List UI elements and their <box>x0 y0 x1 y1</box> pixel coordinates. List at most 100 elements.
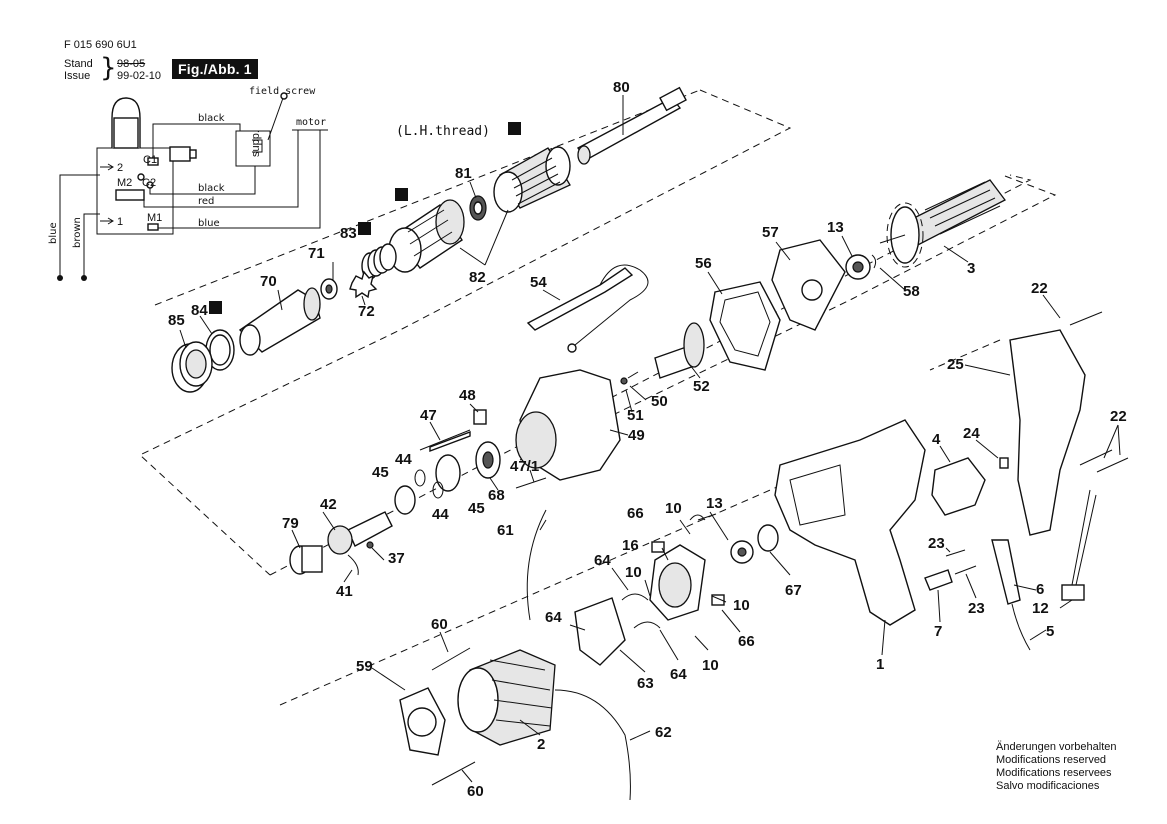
part-61-wire <box>526 509 547 621</box>
part-label-54: 54 <box>530 274 547 291</box>
part-label-10-c: 10 <box>733 597 750 614</box>
armature-assembly <box>289 179 1006 576</box>
part-label-42: 42 <box>320 496 337 513</box>
part-label-61: 61 <box>497 522 514 539</box>
lh-thread-note: (L.H.thread) <box>396 124 490 139</box>
part-label-47-1: 47/1 <box>510 458 539 475</box>
switch-rocker <box>169 146 191 162</box>
part-label-44-a: 44 <box>395 451 412 468</box>
switch-trigger-body <box>113 117 139 149</box>
part-66-brush <box>711 594 725 606</box>
part-41-clip <box>347 554 359 576</box>
part-48-bush <box>473 409 487 425</box>
part-label-22-a: 22 <box>1031 280 1048 297</box>
part-label-3: 3 <box>967 260 975 277</box>
part-label-66-b: 66 <box>738 633 755 650</box>
part-label-52: 52 <box>693 378 710 395</box>
terminal-m1-label: M1 <box>147 212 162 224</box>
stand-label: Stand <box>64 58 93 70</box>
part-label-16: 16 <box>622 537 639 554</box>
part-23-screw <box>945 549 966 557</box>
part-72-star-washer <box>349 270 378 299</box>
part-22-screw <box>1069 311 1103 326</box>
note-line-de: Änderungen vorbehalten <box>996 741 1117 753</box>
part-45-gear <box>435 454 461 492</box>
stand-date-struck: 98-05 <box>117 58 146 70</box>
part-label-2: 2 <box>537 736 545 753</box>
part-label-7: 7 <box>934 623 942 640</box>
part-number-labels: 80 81 82 83 84 85 70 71 72 57 13 3 58 56… <box>168 79 1127 800</box>
terminal-c1-label: C1 <box>143 154 157 166</box>
part-25-handle-half <box>1009 329 1086 536</box>
part-label-84: 84 <box>191 302 208 319</box>
wire-blue-label: blue <box>198 218 220 229</box>
brace-glyph: } <box>100 53 117 83</box>
part-label-83: 83 <box>340 225 357 242</box>
part-label-62: 62 <box>655 724 672 741</box>
part-44-circlip <box>414 469 426 487</box>
terminal-m2-label: M2 <box>117 177 132 189</box>
housing-assembly <box>774 311 1129 651</box>
wire-black-top <box>152 123 241 158</box>
part-64-spring <box>621 593 649 601</box>
part-label-37: 37 <box>388 550 405 567</box>
part-62-wire <box>554 689 631 801</box>
part-label-13-b: 13 <box>706 495 723 512</box>
part-label-57: 57 <box>762 224 779 241</box>
part-50-spring <box>627 371 639 379</box>
note-line-es: Salvo modificaciones <box>996 780 1100 792</box>
part-37-pin <box>366 541 374 549</box>
part-label-56: 56 <box>695 255 712 272</box>
part-label-44-b: 44 <box>432 506 449 523</box>
part-label-64-a: 64 <box>594 552 611 569</box>
part-47-1-screw <box>515 477 547 489</box>
part-label-48: 48 <box>459 387 476 404</box>
part-60-screw <box>431 647 471 671</box>
wire-black-top-label: black <box>198 113 225 124</box>
part-22-screw <box>1096 457 1129 473</box>
part-label-24: 24 <box>963 425 980 442</box>
position-1-label: 1 <box>117 216 123 228</box>
part-label-5: 5 <box>1046 623 1054 640</box>
note-line-fr: Modifications reservees <box>996 767 1112 779</box>
lead-brown-wire <box>83 213 100 276</box>
part-47-screw <box>419 429 471 451</box>
part-label-10-a: 10 <box>665 500 682 517</box>
issue-date: 99-02-10 <box>117 70 162 82</box>
part-label-79: 79 <box>282 515 299 532</box>
part-label-13: 13 <box>827 219 844 236</box>
part-label-82: 82 <box>469 269 486 286</box>
part-label-47: 47 <box>420 407 437 424</box>
part-label-22-b: 22 <box>1110 408 1127 425</box>
lead-brown-label: brown <box>72 217 83 248</box>
part-label-67: 67 <box>785 582 802 599</box>
spindle-assembly <box>171 86 687 393</box>
part-label-45-b: 45 <box>468 500 485 517</box>
part-58-circlip <box>871 254 877 269</box>
field-assembly <box>399 509 779 801</box>
suppressor-box <box>235 130 271 167</box>
wire-red <box>143 130 299 208</box>
part-label-23-a: 23 <box>928 535 945 552</box>
part-83-spring <box>361 243 397 280</box>
leader-lines <box>179 95 1121 783</box>
part-label-60-a: 60 <box>431 616 448 633</box>
new-part-marker <box>209 301 222 314</box>
terminal-c2-label: C2 <box>142 177 156 189</box>
part-label-68: 68 <box>488 487 505 504</box>
document-number: F 015 690 6U1 <box>64 39 137 51</box>
part-66-brush <box>651 541 665 553</box>
part-label-4: 4 <box>932 431 941 448</box>
issue-label: Issue <box>64 70 91 82</box>
part-4-switch <box>931 457 986 516</box>
position-2-label: 2 <box>117 162 123 174</box>
figure-badge: Fig./Abb. 1 <box>172 59 258 79</box>
part-63-brush-plate <box>574 597 626 666</box>
part-label-64-c: 64 <box>670 666 687 683</box>
wire-black-mid <box>149 166 256 195</box>
part-label-10-d: 10 <box>702 657 719 674</box>
part-6-cable-guard <box>991 539 1021 605</box>
part-label-23-b: 23 <box>968 600 985 617</box>
part-label-70: 70 <box>260 273 277 290</box>
part-label-71: 71 <box>308 245 325 262</box>
